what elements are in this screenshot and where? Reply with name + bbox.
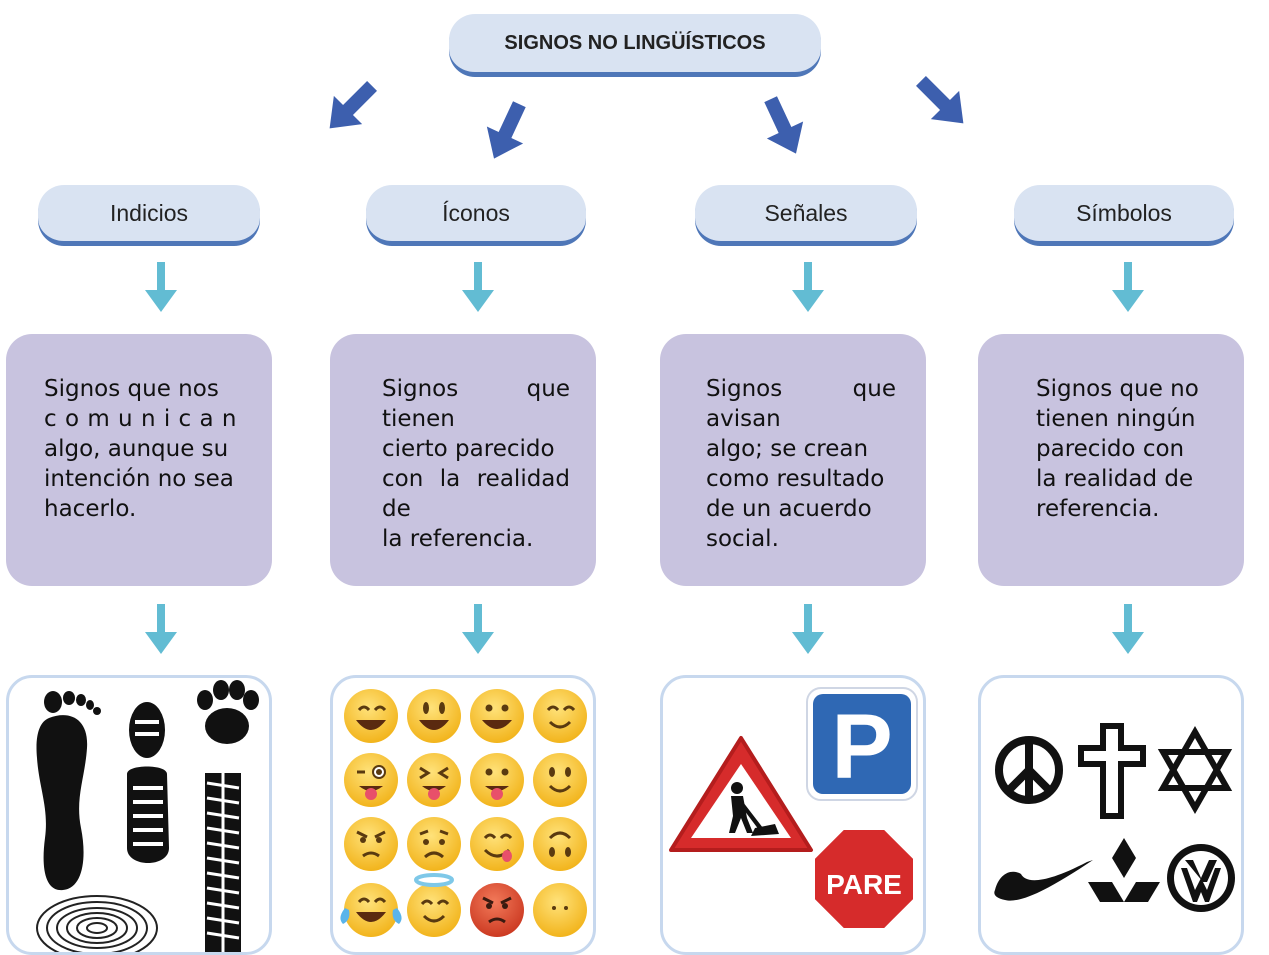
- angry-emoji-icon: [344, 817, 398, 871]
- tire-track-icon: [205, 773, 241, 952]
- tongue-emoji-icon: [470, 753, 524, 807]
- happy-emoji-icon: [470, 689, 524, 743]
- upside-down-emoji-icon: [533, 817, 587, 871]
- light-arrow-5: [145, 604, 177, 654]
- star-of-david-icon: [1157, 725, 1233, 815]
- category-iconos: Íconos: [366, 185, 586, 244]
- rage-emoji-icon: [470, 883, 524, 937]
- stop-sign-icon: PARE: [811, 826, 917, 932]
- tears-of-joy-emoji-icon: [340, 883, 402, 937]
- footprint-icon: [36, 691, 101, 891]
- light-arrow-3: [792, 262, 824, 312]
- light-arrow-4: [1112, 262, 1144, 312]
- paw-print-icon: [197, 680, 259, 744]
- root-title: SIGNOS NO LINGÜÍSTICOS: [449, 14, 821, 75]
- swoosh-logo-icon: [994, 860, 1093, 901]
- light-arrow-1: [145, 262, 177, 312]
- card-simbolos: [978, 675, 1244, 955]
- peace-symbol-icon: [995, 736, 1063, 804]
- card-iconos: [330, 675, 596, 955]
- description-iconos: Signos que tienen cierto parecido con la…: [330, 334, 596, 586]
- light-arrow-2: [462, 262, 494, 312]
- description-simbolos: Signos que no tienen ningún parecido con…: [978, 334, 1244, 586]
- vw-logo-icon: [1167, 844, 1235, 912]
- dark-arrow-1: [315, 71, 387, 143]
- sad-emoji-icon: [407, 817, 461, 871]
- three-diamonds-logo-icon: [1088, 838, 1160, 902]
- squint-tongue-emoji-icon: [407, 753, 461, 807]
- card-indicios: [6, 675, 272, 955]
- dark-arrow-4: [906, 66, 978, 138]
- parking-sign-icon: P: [806, 687, 918, 801]
- description-indicios: Signos que nos c o m u n i c a n algo, a…: [6, 334, 272, 586]
- road-works-sign-icon: [669, 736, 813, 852]
- cross-icon: [1078, 723, 1146, 819]
- shoe-print-icon: [127, 702, 169, 863]
- wink-tongue-emoji-icon: [344, 753, 398, 807]
- dark-arrow-3: [752, 90, 815, 163]
- blush-emoji-icon: [533, 689, 587, 743]
- light-arrow-8: [1112, 604, 1144, 654]
- halo-emoji-icon: [407, 873, 461, 937]
- yum-emoji-icon: [470, 817, 524, 871]
- smiley-emoji-icons: [340, 689, 587, 937]
- light-arrow-6: [462, 604, 494, 654]
- card-senales: P PARE: [660, 675, 926, 955]
- category-indicios: Indicios: [38, 185, 260, 244]
- neutral-emoji-icon: [533, 883, 587, 937]
- category-simbolos: Símbolos: [1014, 185, 1234, 244]
- dark-arrow-2: [475, 95, 538, 168]
- slight-smile-emoji-icon: [533, 753, 587, 807]
- light-arrow-7: [792, 604, 824, 654]
- smile-emoji-icon: [407, 689, 461, 743]
- svg-text:P: P: [831, 696, 892, 798]
- description-senales: Signos que avisan algo; se crean como re…: [660, 334, 926, 586]
- category-senales: Señales: [695, 185, 917, 244]
- fingerprint-icon: [36, 895, 158, 952]
- grin-emoji-icon: [344, 689, 398, 743]
- svg-text:PARE: PARE: [826, 869, 902, 900]
